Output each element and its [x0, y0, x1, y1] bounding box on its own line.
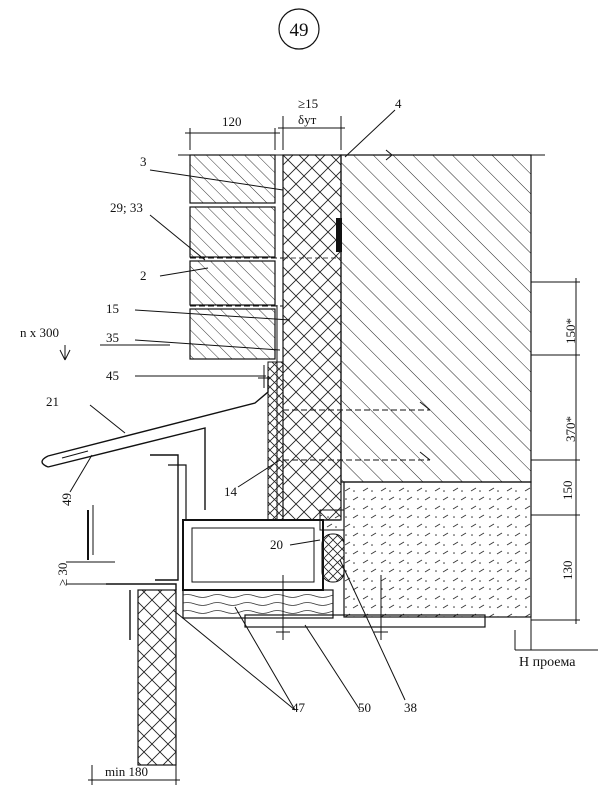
callouts: 3 4 29; 33 2 15 35 45 21 49 14 20 47 50 …: [46, 96, 417, 715]
callout-15: 15: [106, 301, 119, 316]
opening-level-label: Н проема: [519, 655, 576, 670]
dim-min-width: min 180: [105, 764, 148, 779]
dim-bottom-zone: 130: [560, 561, 575, 581]
wall-ties: [283, 218, 431, 461]
leader-lines: [69, 109, 406, 711]
callout-20: 20: [270, 537, 283, 552]
callout-4: 4: [395, 96, 402, 111]
dim-step: n x 300: [20, 325, 59, 340]
dim-gap-min: ≥15: [298, 96, 318, 111]
concrete-wall: [340, 154, 532, 483]
callout-29-33: 29; 33: [110, 200, 143, 215]
screw-marks: [258, 365, 388, 640]
callout-2: 2: [140, 268, 147, 283]
lower-panel: [87, 505, 177, 766]
callout-35: 35: [106, 330, 119, 345]
dim-anchor-spacing: 370*: [563, 416, 578, 442]
dim-lower-zone: 150: [560, 481, 575, 501]
wooden-liner: [182, 589, 334, 619]
callout-49: 49: [59, 493, 74, 506]
sheet-number: 49: [278, 8, 320, 50]
dim-top-spacing: 150*: [563, 318, 578, 344]
callout-47: 47: [292, 700, 306, 715]
sealant-cord: [319, 509, 345, 583]
sill-drip-profile: [41, 376, 269, 510]
callout-45: 45: [106, 368, 119, 383]
callout-3: 3: [140, 154, 147, 169]
dimension-labels: 120 ≥15 δут 150* 370* 150 130 n x 300 ≥ …: [20, 96, 578, 779]
callout-50: 50: [358, 700, 371, 715]
dim-insulation: δут: [298, 112, 317, 127]
insulation-layer: [282, 154, 342, 521]
dim-overlap: ≥ 30: [55, 563, 70, 586]
brick-facing: [189, 154, 283, 360]
dim-brick-width: 120: [222, 114, 242, 129]
callout-38: 38: [404, 700, 417, 715]
dimension-lines: [59, 116, 598, 785]
callout-14: 14: [224, 484, 238, 499]
callout-21: 21: [46, 394, 59, 409]
svg-text:49: 49: [290, 20, 309, 41]
aerated-block: [343, 481, 532, 618]
